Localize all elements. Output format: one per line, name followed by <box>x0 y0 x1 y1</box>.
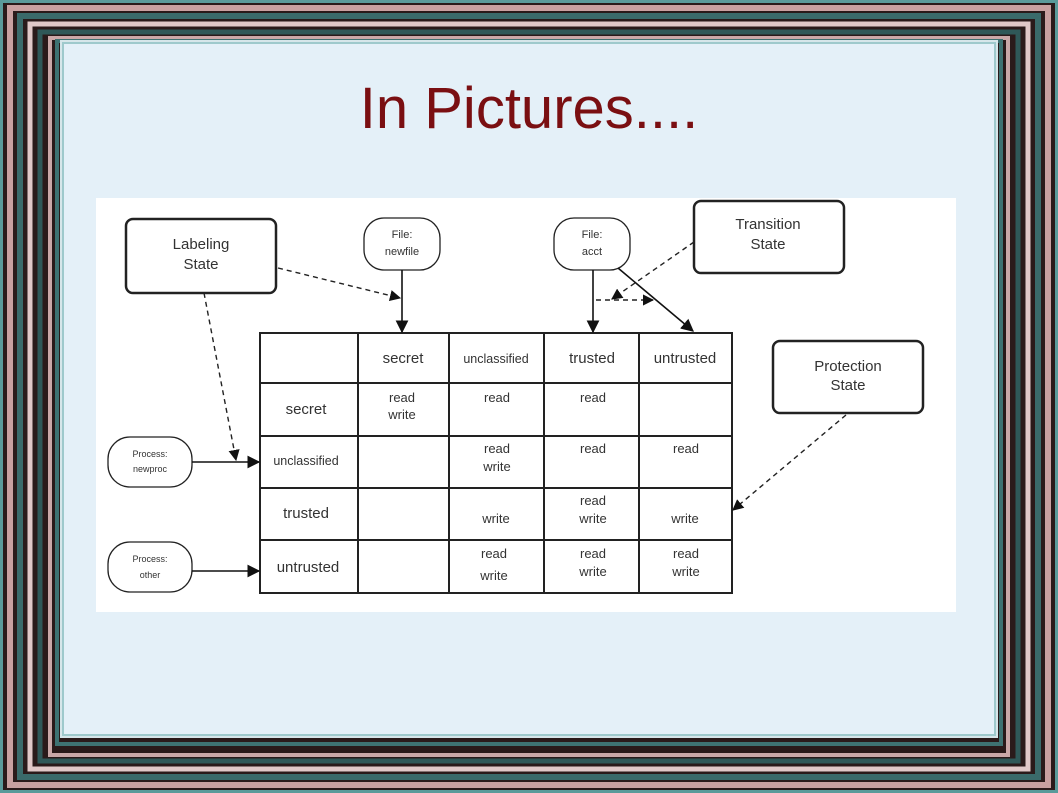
file-newfile-line1: File: <box>392 229 413 241</box>
process-newproc-line2: newproc <box>133 464 168 474</box>
dashed-labeling-to-newfile <box>277 267 402 302</box>
cell-untrusted-unclassified-1: read <box>481 546 507 561</box>
file-acct-line1: File: <box>582 229 603 241</box>
transition-state-line1: Transition <box>735 216 800 233</box>
column-header-untrusted: untrusted <box>654 350 717 367</box>
row-header-untrusted: untrusted <box>277 559 340 576</box>
cell-unclassified-unclassified-2: write <box>482 459 510 474</box>
file-newfile-line2: newfile <box>385 246 419 258</box>
process-newproc-line1: Process: <box>132 449 167 459</box>
dashed-protection-to-matrix <box>732 414 847 511</box>
process-other-line1: Process: <box>132 554 167 564</box>
file-newfile-node: File: newfile <box>363 217 441 271</box>
dashed-labeling-to-newproc <box>203 292 240 462</box>
protection-state-line2: State <box>830 377 865 394</box>
cell-secret-secret-2: write <box>387 407 415 422</box>
cell-untrusted-untrusted-2: write <box>671 564 699 579</box>
cell-untrusted-unclassified-2: write <box>479 568 507 583</box>
cell-secret-trusted: read <box>580 390 606 405</box>
cell-secret-unclassified: read <box>484 390 510 405</box>
row-header-trusted: trusted <box>283 505 329 522</box>
protection-state-line1: Protection <box>814 358 882 375</box>
cell-unclassified-untrusted: read <box>673 441 699 456</box>
diagram-canvas: Labeling State Transition State Protecti… <box>107 199 925 594</box>
cell-trusted-trusted-2: write <box>578 511 606 526</box>
cell-untrusted-trusted-2: write <box>578 564 606 579</box>
transition-state-box: Transition State <box>692 199 846 275</box>
cell-trusted-trusted-1: read <box>580 493 606 508</box>
cell-unclassified-unclassified-1: read <box>484 441 510 456</box>
dashed-transition-to-acct <box>611 241 695 300</box>
process-other-line2: other <box>140 570 161 580</box>
labeling-state-line1: Labeling <box>173 236 230 253</box>
cell-secret-secret-1: read <box>389 390 415 405</box>
row-header-unclassified: unclassified <box>273 454 338 468</box>
column-header-trusted: trusted <box>569 350 615 367</box>
cell-unclassified-trusted: read <box>580 441 606 456</box>
cell-untrusted-untrusted-1: read <box>673 546 699 561</box>
security-state-diagram: Labeling State Transition State Protecti… <box>96 198 956 612</box>
cell-trusted-unclassified: write <box>481 511 509 526</box>
labeling-state-line2: State <box>183 256 218 273</box>
process-other-node: Process: other <box>107 541 193 593</box>
process-newproc-node: Process: newproc <box>107 436 193 488</box>
transition-state-line2: State <box>750 236 785 253</box>
row-header-secret: secret <box>286 401 328 418</box>
diagram-arrows <box>192 241 847 578</box>
cell-untrusted-trusted-1: read <box>580 546 606 561</box>
cell-trusted-untrusted: write <box>670 511 698 526</box>
column-header-unclassified: unclassified <box>463 352 528 366</box>
access-matrix: secret unclassified trusted untrusted se… <box>259 332 733 594</box>
slide-title: In Pictures.... <box>359 76 699 141</box>
column-header-secret: secret <box>383 350 425 367</box>
protection-state-box: Protection State <box>771 339 925 415</box>
file-acct-node: File: acct <box>553 217 631 271</box>
labeling-state-box: Labeling State <box>124 217 278 295</box>
file-acct-line2: acct <box>582 246 602 258</box>
arrow-acct-to-untrusted <box>617 267 694 332</box>
